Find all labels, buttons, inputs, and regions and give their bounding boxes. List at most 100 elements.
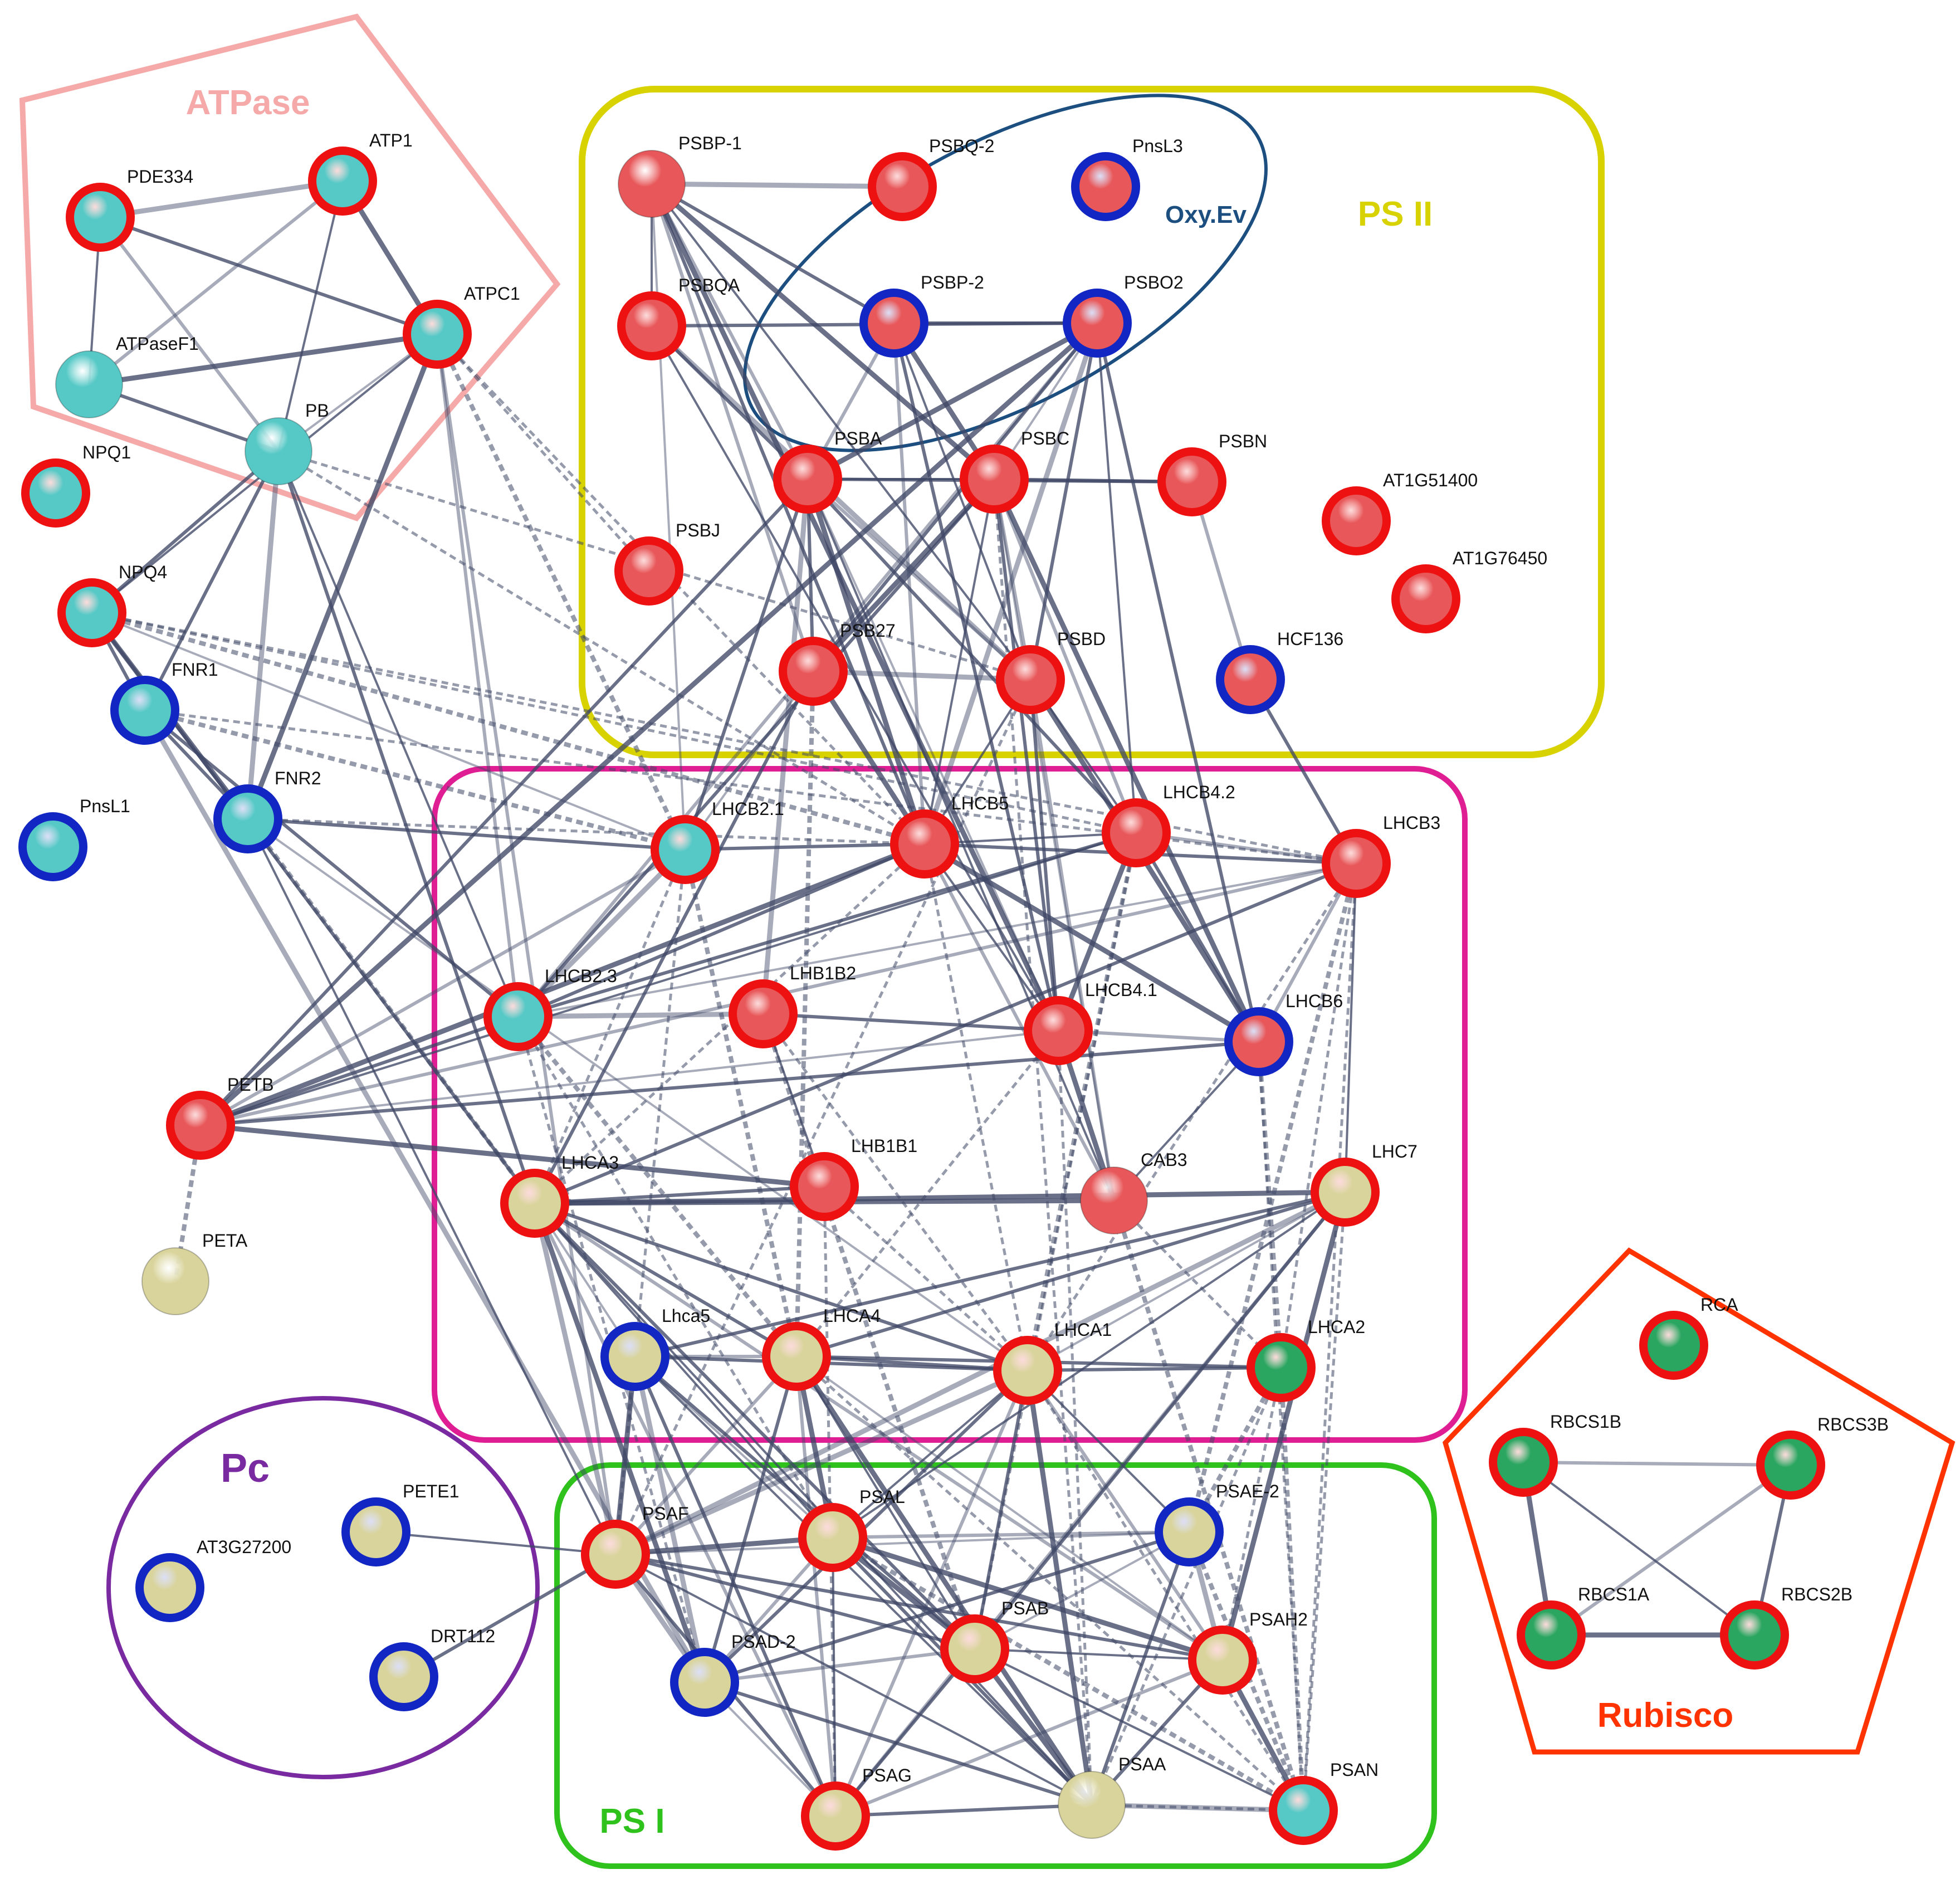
node-LHB1B2[interactable]: LHB1B2	[729, 963, 856, 1048]
node-LHC7[interactable]: LHC7	[1311, 1141, 1418, 1227]
dashed-edge-CAB3-LHCA2	[1113, 1199, 1282, 1369]
node-CAB3[interactable]: CAB3	[1080, 1150, 1187, 1234]
node-LHCB5[interactable]: LHCB5	[890, 793, 1009, 878]
node-HCF136[interactable]: HCF136	[1216, 629, 1343, 714]
node-ball	[1110, 807, 1162, 859]
node-LHCB4.2[interactable]: LHCB4.2	[1102, 782, 1235, 867]
node-Lhca5[interactable]: Lhca5	[600, 1306, 710, 1391]
node-AT1G76450[interactable]: AT1G76450	[1391, 548, 1547, 633]
node-LHCB3[interactable]: LHCB3	[1322, 813, 1440, 898]
dashed-edge-LHCA4-PSAN	[795, 1355, 1304, 1812]
node-DRT112[interactable]: DRT112	[369, 1626, 495, 1711]
node-ball	[1032, 1004, 1084, 1057]
edge-PETB-LHCB2.1	[199, 848, 686, 1127]
dashed-edge-LHB1B1-PSAG	[823, 1186, 837, 1817]
node-PSBQA[interactable]: PSBQA	[617, 275, 740, 360]
node-PSAG[interactable]: PSAG	[801, 1765, 912, 1851]
node-PSAN[interactable]: PSAN	[1269, 1760, 1379, 1845]
node-ball	[245, 417, 312, 485]
node-PSBO2[interactable]: PSBO2	[1063, 272, 1184, 358]
node-PSAB[interactable]: PSAB	[940, 1598, 1049, 1683]
node-PSBN[interactable]: PSBN	[1157, 431, 1267, 516]
node-PSBA[interactable]: PSBA	[773, 428, 882, 514]
node-PSAH2[interactable]: PSAH2	[1188, 1609, 1308, 1695]
node-PETA[interactable]: PETA	[141, 1231, 248, 1315]
node-ATP1[interactable]: ATP1	[308, 130, 413, 216]
edge-PETB-LHCB4.2	[200, 832, 1137, 1126]
node-PDE334[interactable]: PDE334	[66, 167, 193, 252]
dashed-edge-ATPC1-LHCB2.1	[435, 333, 687, 851]
node-AT1G51400[interactable]: AT1G51400	[1322, 470, 1478, 555]
node-label: PSBP-2	[921, 272, 984, 292]
node-RBCS1A[interactable]: RBCS1A	[1517, 1584, 1650, 1670]
node-AT3G27200[interactable]: AT3G27200	[135, 1537, 291, 1622]
node-label: ATPC1	[464, 284, 520, 304]
node-LHCB6[interactable]: LHCB6	[1224, 991, 1343, 1076]
node-RCA[interactable]: RCA	[1639, 1295, 1738, 1380]
node-PSBJ[interactable]: PSBJ	[614, 520, 720, 606]
edge-LHCA3-PSAF	[532, 1202, 618, 1555]
edge-LHCA3-PSAD-2	[532, 1202, 707, 1683]
edges	[88, 178, 1792, 1818]
node-LHCA3[interactable]: LHCA3	[500, 1153, 619, 1238]
node-label: PSAA	[1118, 1754, 1166, 1774]
node-LHCB4.1[interactable]: LHCB4.1	[1024, 980, 1157, 1065]
node-LHCA1[interactable]: LHCA1	[993, 1320, 1112, 1405]
node-PSAF[interactable]: PSAF	[581, 1504, 689, 1589]
node-label: PSAF	[642, 1504, 689, 1524]
edge-PSAE-2-PSAA	[1090, 1531, 1191, 1806]
node-PSB27[interactable]: PSB27	[779, 621, 896, 706]
node-RBCS2B[interactable]: RBCS2B	[1720, 1584, 1853, 1670]
node-LHCB2.3[interactable]: LHCB2.3	[483, 966, 617, 1051]
edge-RBCS3B-RBCS1A	[1550, 1463, 1792, 1637]
node-ATPaseF1[interactable]: ATPaseF1	[55, 334, 199, 418]
node-PSBC[interactable]: PSBC	[960, 428, 1069, 514]
edge-NPQ4-LHCB2.1	[91, 612, 686, 851]
edge-PSBQA-PSBA	[650, 324, 809, 481]
edge-PSBP-1-PSBC	[650, 182, 996, 481]
edge-RBCS1B-RBCS2B	[1522, 1461, 1756, 1636]
node-ball	[781, 453, 834, 505]
node-label: PB	[305, 401, 329, 421]
node-PB[interactable]: PB	[245, 401, 329, 485]
node-FNR2[interactable]: FNR2	[213, 768, 321, 853]
node-ball	[350, 1506, 402, 1558]
node-PSBQ-2[interactable]: PSBQ-2	[868, 136, 994, 221]
node-FNR1[interactable]: FNR1	[110, 660, 218, 745]
node-ball	[623, 545, 675, 597]
node-label: RBCS1A	[1578, 1584, 1650, 1604]
node-LHCB2.1[interactable]: LHCB2.1	[651, 799, 784, 884]
edge-PSBC-LHCB2.3	[516, 478, 996, 1018]
node-NPQ1[interactable]: NPQ1	[21, 442, 131, 528]
node-ATPC1[interactable]: ATPC1	[403, 284, 520, 369]
node-ball	[949, 1623, 1001, 1675]
node-RBCS3B[interactable]: RBCS3B	[1756, 1414, 1889, 1500]
ps2-label: PS II	[1358, 195, 1433, 233]
node-LHB1B1[interactable]: LHB1B1	[790, 1136, 917, 1221]
node-LHCA2[interactable]: LHCA2	[1247, 1317, 1365, 1402]
node-PSBP-1[interactable]: PSBP-1	[618, 133, 742, 218]
node-PSBP-2[interactable]: PSBP-2	[859, 272, 984, 358]
node-NPQ4[interactable]: NPQ4	[57, 562, 167, 647]
node-PETB[interactable]: PETB	[166, 1075, 274, 1160]
edge-LHCA1-PSAL	[832, 1369, 1029, 1539]
node-RBCS1B[interactable]: RBCS1B	[1489, 1412, 1621, 1497]
edge-ATPC1-LHCB2.3	[436, 334, 520, 1017]
dashed-edge-LHCB5-LHCA1	[923, 843, 1029, 1371]
node-label: PnsL1	[80, 796, 130, 816]
node-PSAE-2[interactable]: PSAE-2	[1155, 1481, 1279, 1566]
node-PSBD[interactable]: PSBD	[996, 629, 1106, 714]
dashed-edge-PSBD-PSAF	[614, 679, 1032, 1555]
node-PSAA[interactable]: PSAA	[1058, 1754, 1166, 1839]
edge-PSBP-2-LHCB4.1	[892, 323, 1060, 1031]
node-label: PDE334	[127, 167, 193, 187]
atpase-label: ATPase	[186, 84, 310, 122]
edge-LHCB2.3-LHCB4.2	[517, 831, 1137, 1018]
node-LHCA4[interactable]: LHCA4	[762, 1306, 881, 1391]
node-PnsL3[interactable]: PnsL3	[1071, 136, 1183, 221]
node-PSAL[interactable]: PSAL	[798, 1487, 905, 1572]
node-PnsL1[interactable]: PnsL1	[18, 796, 130, 881]
node-PETE1[interactable]: PETE1	[341, 1481, 459, 1566]
edge-LHCA3-PSAB	[533, 1202, 976, 1651]
node-PSAD-2[interactable]: PSAD-2	[670, 1632, 796, 1717]
